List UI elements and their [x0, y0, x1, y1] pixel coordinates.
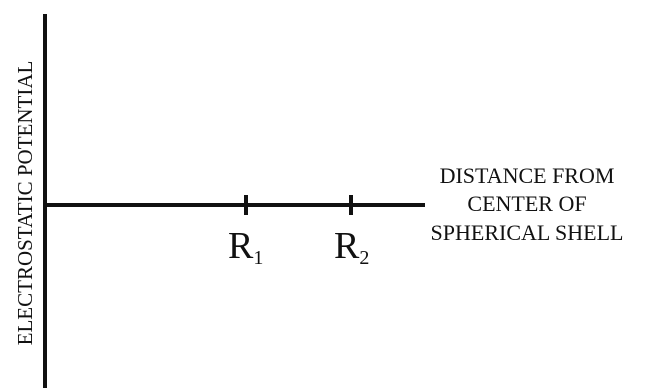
r1-label: R1	[228, 225, 263, 269]
y-axis-label: ELECTROSTATIC POTENTIAL	[13, 61, 37, 346]
x-axis-label-line-1: DISTANCE FROM	[440, 163, 615, 188]
r2-label: R2	[334, 225, 369, 269]
x-axis-label-line-3: SPHERICAL SHELL	[431, 220, 624, 245]
x-axis-label-line-2: CENTER OF	[467, 191, 586, 216]
